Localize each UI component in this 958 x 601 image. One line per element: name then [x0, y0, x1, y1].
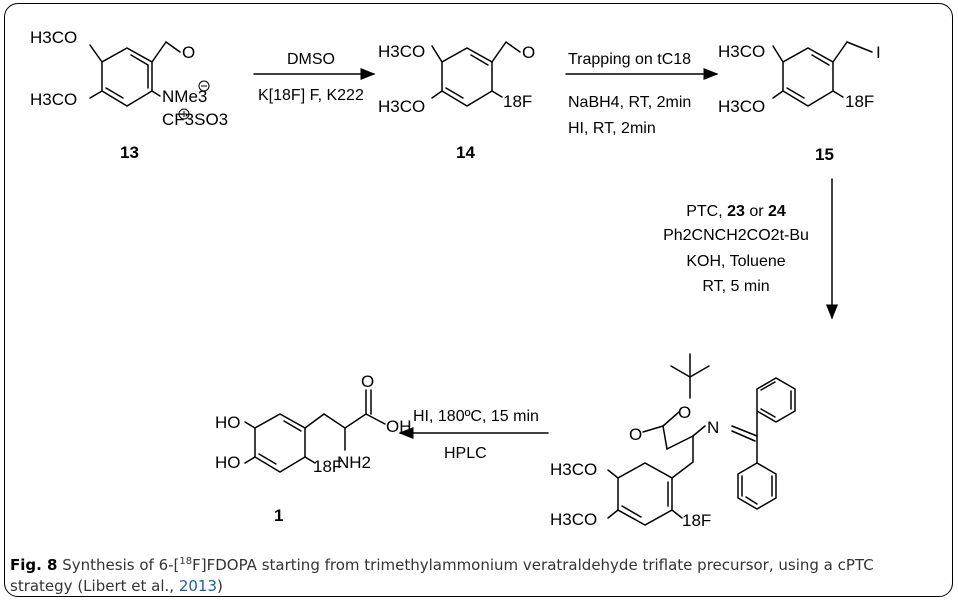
compound-1-number: 1 — [274, 506, 283, 525]
compound-15-number: 15 — [815, 145, 834, 164]
c1-carbonyl-o: O — [361, 372, 374, 391]
compound-1-structure — [244, 389, 386, 473]
caption-sup: 18 — [179, 556, 193, 567]
caption-text-2: F]FDOPA starting from trimethylammonium … — [10, 556, 874, 595]
step4-reagent-above: HI, 180ºC, 15 min — [413, 408, 539, 425]
c13-ome-top: H3CO — [30, 28, 77, 47]
c13-ome-bottom: H3CO — [30, 90, 77, 109]
c13-triflate: CF3SO3 — [162, 110, 228, 129]
compound-14-structure — [431, 41, 521, 107]
c1-oh: OH — [386, 417, 412, 436]
step1-reagent-below: K[18F] F, K222 — [258, 87, 364, 104]
c13-positive-charge — [178, 108, 190, 120]
step1-reagent-above: DMSO — [287, 51, 335, 68]
step3-reagent-line-2: Ph2CNCH2CO2t-Bu — [663, 227, 809, 244]
step3-reagent-line-1: PTC, 23 or 24 — [686, 203, 786, 220]
intermediate-ome-top: H3CO — [550, 460, 597, 479]
intermediate-n: N — [707, 418, 719, 437]
c13-nme3: NMe3 — [162, 87, 207, 106]
intermediate-o-ester: O — [678, 403, 691, 422]
intermediate-ome-bottom: H3CO — [550, 510, 597, 529]
c1-f18: 18F — [313, 457, 342, 476]
c1-nh2: NH2 — [337, 453, 371, 472]
compound-14-number: 14 — [456, 143, 475, 162]
step2-reagent-below-2: HI, RT, 2min — [568, 120, 656, 137]
figure-frame — [4, 3, 953, 597]
compound-13-number: 13 — [120, 143, 139, 162]
intermediate-o-carbonyl: O — [629, 425, 642, 444]
caption-fig-label: Fig. 8 — [10, 556, 58, 574]
c13-aldehyde-o: O — [182, 43, 195, 62]
step2-reagent-below-1: NaBH4, RT, 2min — [568, 94, 691, 111]
compound-13-structure — [89, 41, 181, 107]
c1-ho-bottom: HO — [215, 453, 241, 472]
step4-reagent-below: HPLC — [444, 445, 487, 462]
c14-ome-top: H3CO — [378, 42, 425, 61]
c15-ome-top: H3CO — [718, 42, 765, 61]
c14-f18: 18F — [503, 92, 532, 111]
figure-caption: Fig. 8 Synthesis of 6-[18F]FDOPA startin… — [10, 551, 940, 597]
caption-citation-link[interactable]: 2013 — [178, 577, 218, 595]
c15-f18: 18F — [845, 92, 874, 111]
caption-text-3: ) — [217, 577, 223, 595]
intermediate-structure — [607, 353, 796, 526]
c14-aldehyde-o: O — [522, 43, 535, 62]
compound-15-structure — [772, 41, 873, 107]
c13-negative-charge — [198, 80, 210, 92]
c15-ome-bottom: H3CO — [718, 97, 765, 116]
c15-iodo: I — [876, 43, 881, 62]
c14-ome-bottom: H3CO — [378, 97, 425, 116]
step2-reagent-above: Trapping on tC18 — [568, 51, 691, 68]
c1-ho-top: HO — [215, 413, 241, 432]
step3-reagent-line-4: RT, 5 min — [702, 278, 769, 295]
caption-text-1: Synthesis of 6-[ — [62, 556, 180, 574]
intermediate-f18: 18F — [682, 511, 711, 530]
step3-reagent-line-3: KOH, Toluene — [686, 253, 785, 270]
